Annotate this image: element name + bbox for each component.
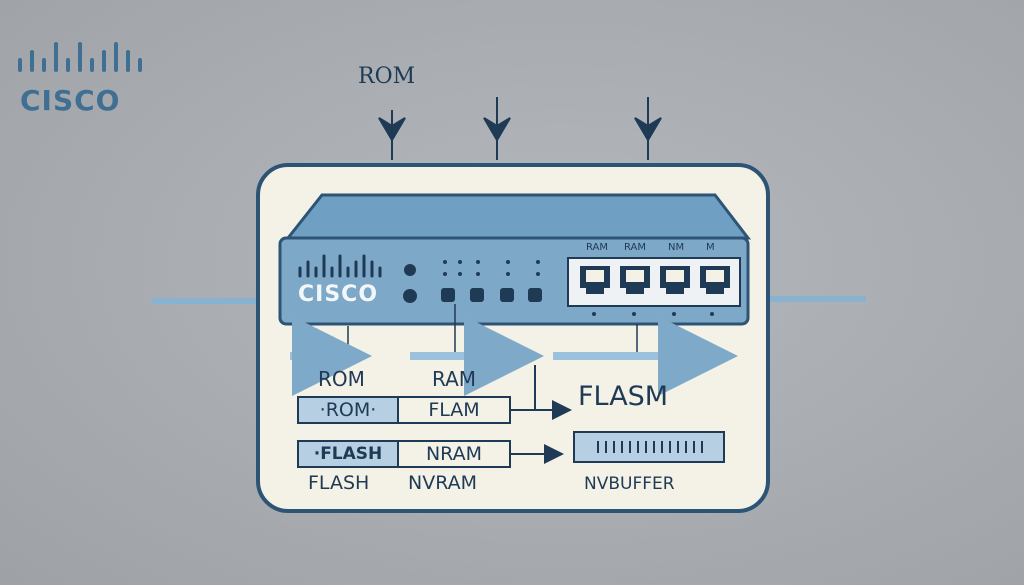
status-led-icon	[403, 289, 417, 303]
indicator-dots	[443, 260, 540, 276]
right-connector-line	[766, 296, 866, 302]
flasm-label: FLASM	[578, 381, 669, 412]
arrow-down-icon	[378, 117, 406, 142]
arrow-down-icon	[483, 117, 511, 142]
nvram-cell-text: NRAM	[425, 443, 483, 465]
status-led-icon	[404, 264, 416, 276]
arrow-down-icon	[634, 117, 662, 142]
rom-cell-box	[297, 396, 399, 424]
port-label: NM	[668, 242, 685, 253]
nvram-label: NVRAM	[408, 472, 478, 494]
port-label: RAM	[624, 242, 647, 253]
router-logo-bars-icon	[298, 254, 382, 278]
nvram-cell-box	[397, 440, 511, 468]
flam-cell-box	[397, 396, 511, 424]
input-arrows	[378, 97, 662, 160]
port-label: M	[706, 242, 715, 253]
port-label: RAM	[586, 242, 609, 253]
flash-label: FLASH	[308, 472, 370, 494]
cisco-logo-text: CISCO	[20, 84, 121, 117]
rom-cell-text: ·ROM·	[319, 399, 377, 421]
cisco-logo-bars-icon	[18, 42, 142, 72]
nvbuffer-label: NVBUFFER	[584, 474, 675, 494]
router-top-face	[284, 193, 752, 240]
router-logo-text: CISCO	[298, 282, 379, 307]
nvbuffer-slots	[597, 441, 703, 453]
ram-label: RAM	[432, 367, 477, 391]
top-rom-label: ROM	[358, 64, 416, 89]
front-ports	[441, 288, 542, 302]
flam-cell-text: FLAM	[428, 399, 480, 421]
flash-cell-text: ·FLASH	[313, 444, 383, 464]
rom-label: ROM	[318, 367, 365, 391]
left-connector-line	[152, 298, 258, 304]
